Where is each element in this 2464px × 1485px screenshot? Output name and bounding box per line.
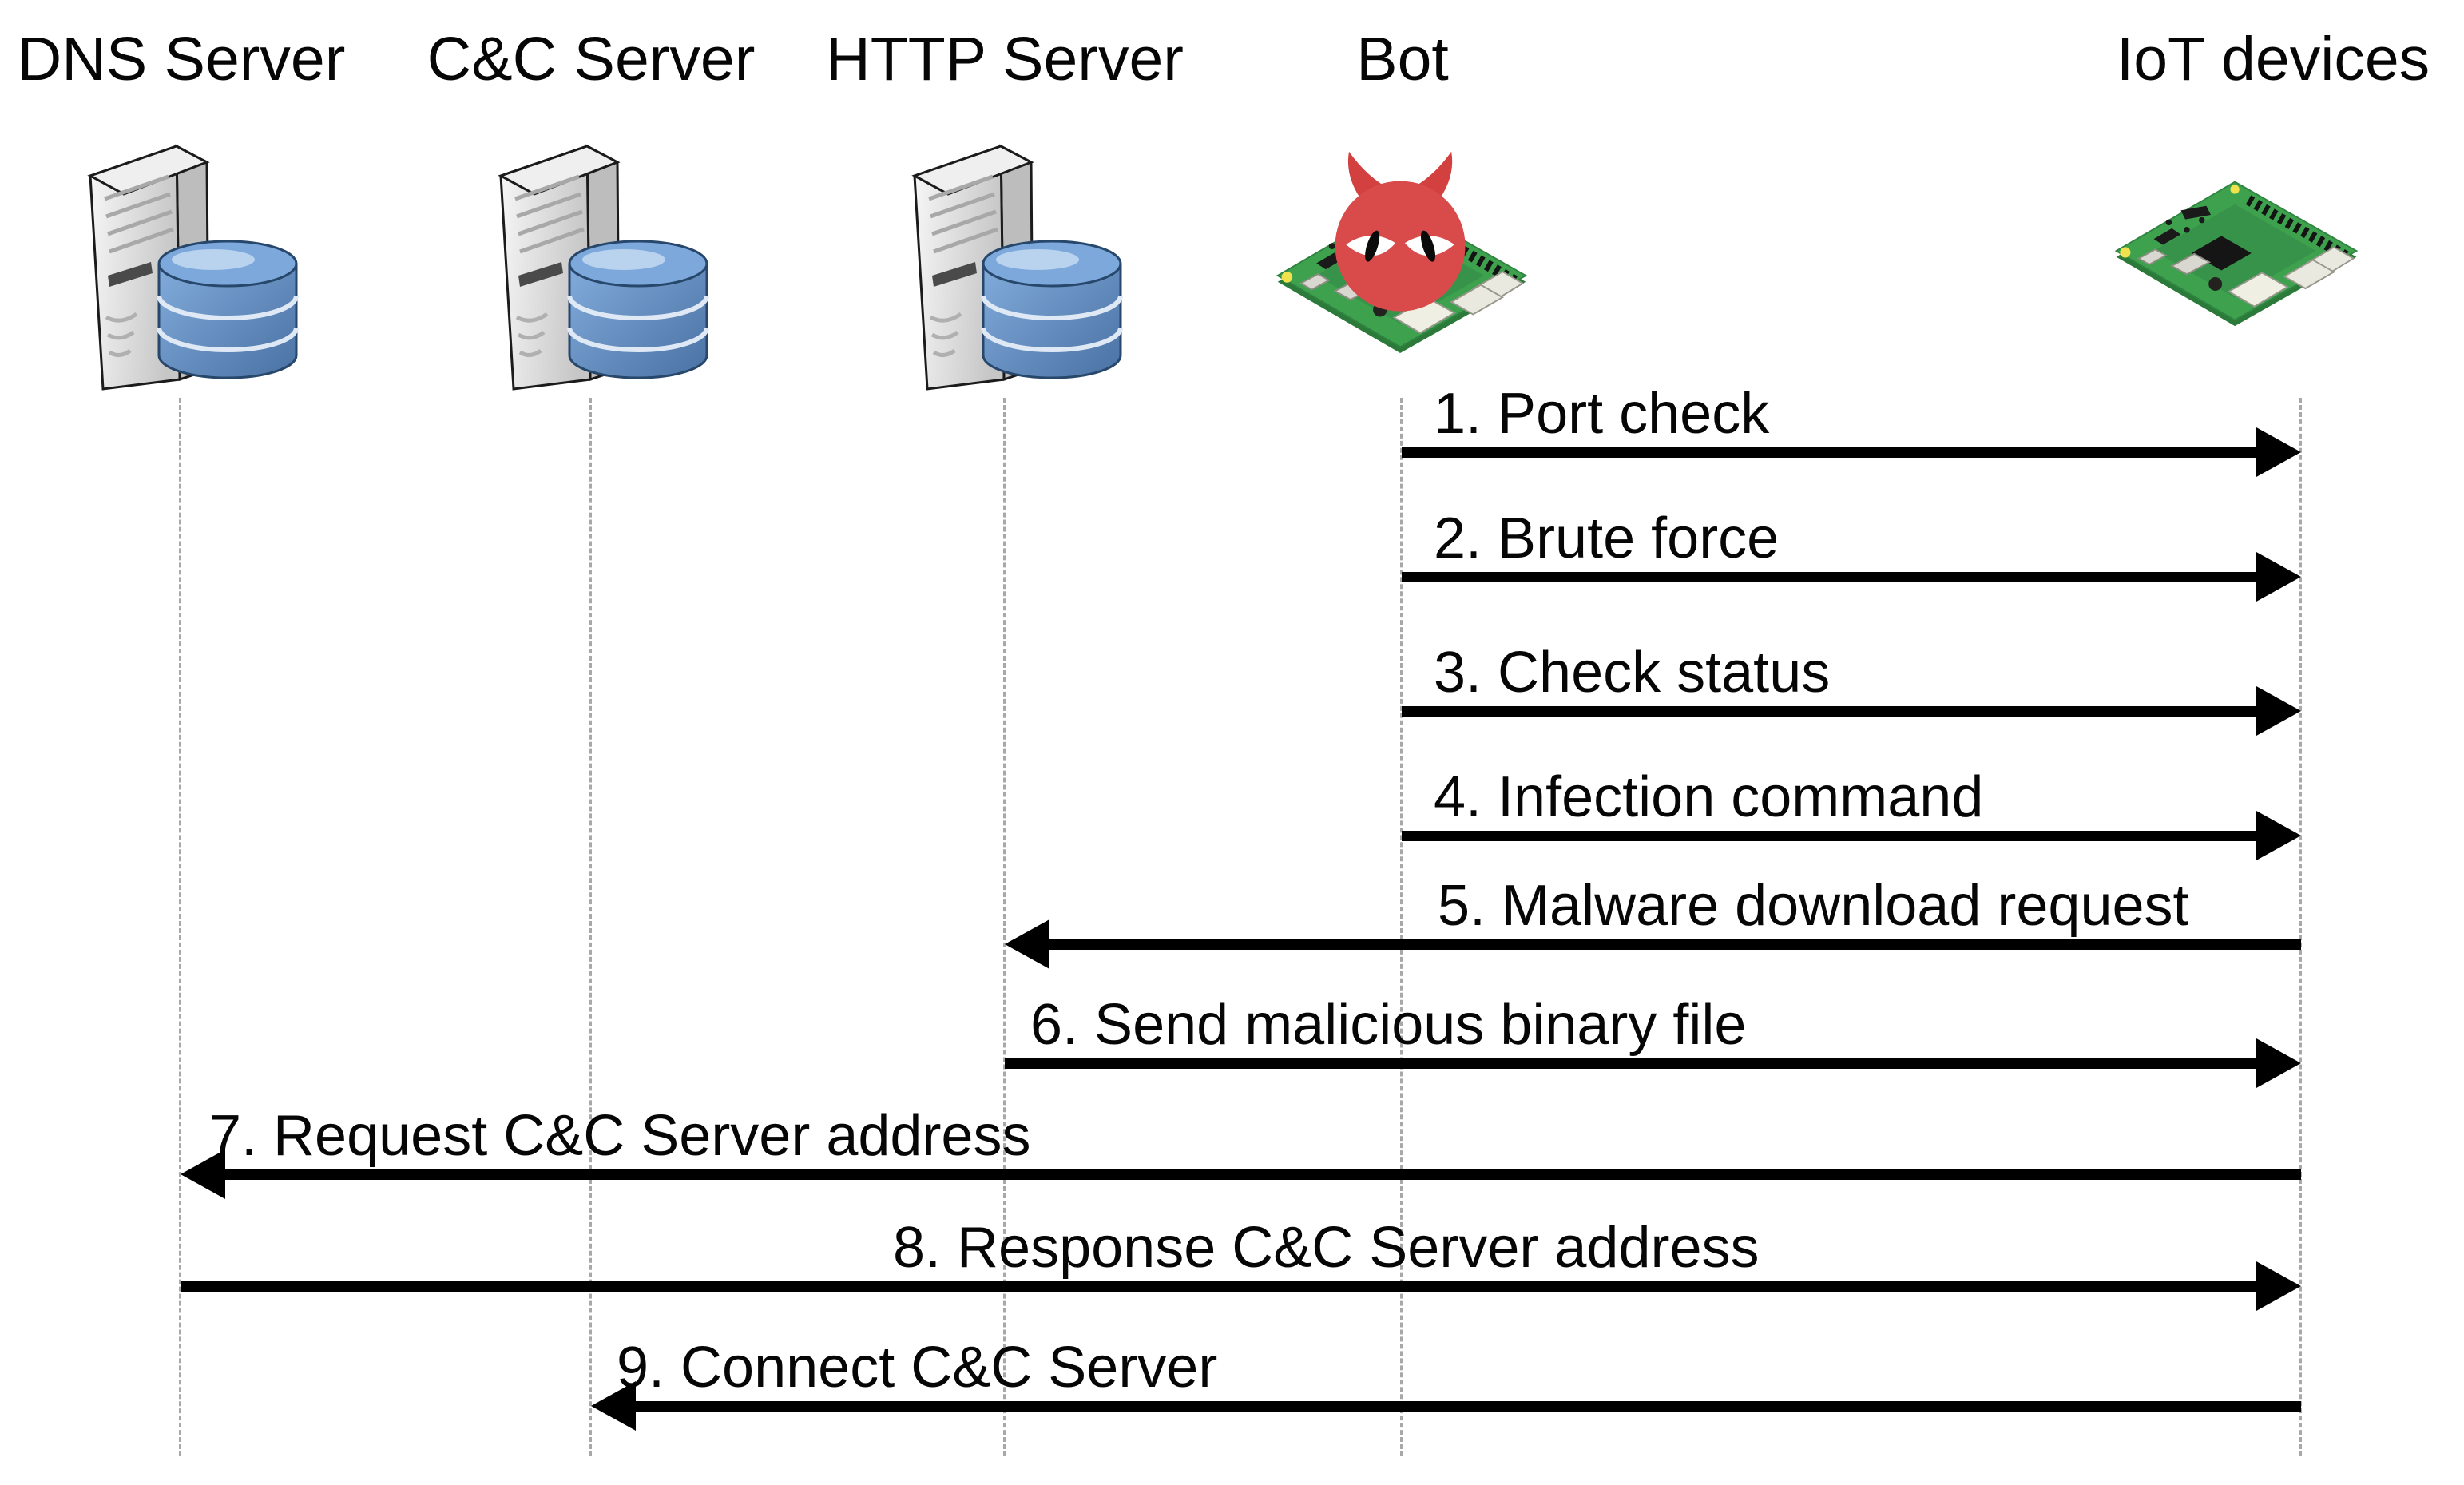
- message-arrow-line: [1049, 939, 2301, 950]
- lifeline-http-server: [1003, 398, 1006, 1456]
- arrowhead-right-icon: [2256, 427, 2301, 477]
- message-label: 2. Brute force: [1434, 506, 1780, 570]
- message-arrow-line: [1005, 1058, 2256, 1069]
- message-arrow-line: [225, 1169, 2301, 1180]
- message-label: 9. Connect C&C Server: [617, 1336, 1218, 1400]
- message-arrow-line: [1402, 831, 2257, 841]
- message-label: 6. Send malicious binary file: [1030, 993, 1747, 1057]
- arrowhead-right-icon: [2256, 552, 2301, 602]
- message-label: 8. Response C&C Server address: [893, 1216, 1760, 1280]
- lifeline-dns-server: [179, 398, 181, 1456]
- message-arrow-line: [1402, 572, 2257, 582]
- arrowhead-right-icon: [2256, 686, 2301, 736]
- message-label: 5. Malware download request: [1438, 874, 2189, 938]
- arrowhead-right-icon: [2256, 1261, 2301, 1311]
- arrowhead-left-icon: [1005, 919, 1049, 969]
- actor-label-http-server: HTTP Server: [826, 25, 1184, 93]
- devil-face-icon: [1335, 181, 1466, 312]
- server-database-icon: [467, 116, 715, 395]
- arrowhead-left-icon: [181, 1149, 225, 1199]
- server-database-icon: [57, 116, 304, 395]
- server-database-icon: [881, 116, 1129, 395]
- actor-label-dns-server: DNS Server: [17, 25, 346, 93]
- arrowhead-right-icon: [2256, 1038, 2301, 1088]
- raspberry-pi-devil-icon: [1270, 151, 1534, 355]
- message-label: 4. Infection command: [1434, 765, 1984, 829]
- lifeline-cnc-server: [589, 398, 592, 1456]
- lifeline-iot-devices: [2299, 398, 2302, 1456]
- message-label: 7. Request C&C Server address: [209, 1104, 1031, 1168]
- actor-label-cnc-server: C&C Server: [427, 25, 756, 93]
- arrowhead-left-icon: [591, 1381, 636, 1431]
- arrowhead-right-icon: [2256, 811, 2301, 860]
- message-arrow-line: [1402, 447, 2257, 458]
- message-arrow-line: [181, 1281, 2256, 1292]
- lifeline-bot: [1400, 398, 1403, 1456]
- message-arrow-line: [1402, 706, 2257, 717]
- message-label: 1. Port check: [1434, 382, 1770, 446]
- actor-label-bot: Bot: [1356, 25, 1449, 93]
- message-arrow-line: [636, 1401, 2301, 1412]
- actor-label-iot-devices: IoT devices: [2116, 25, 2430, 93]
- raspberry-pi-icon: [2109, 177, 2364, 328]
- message-label: 3. Check status: [1434, 641, 1831, 705]
